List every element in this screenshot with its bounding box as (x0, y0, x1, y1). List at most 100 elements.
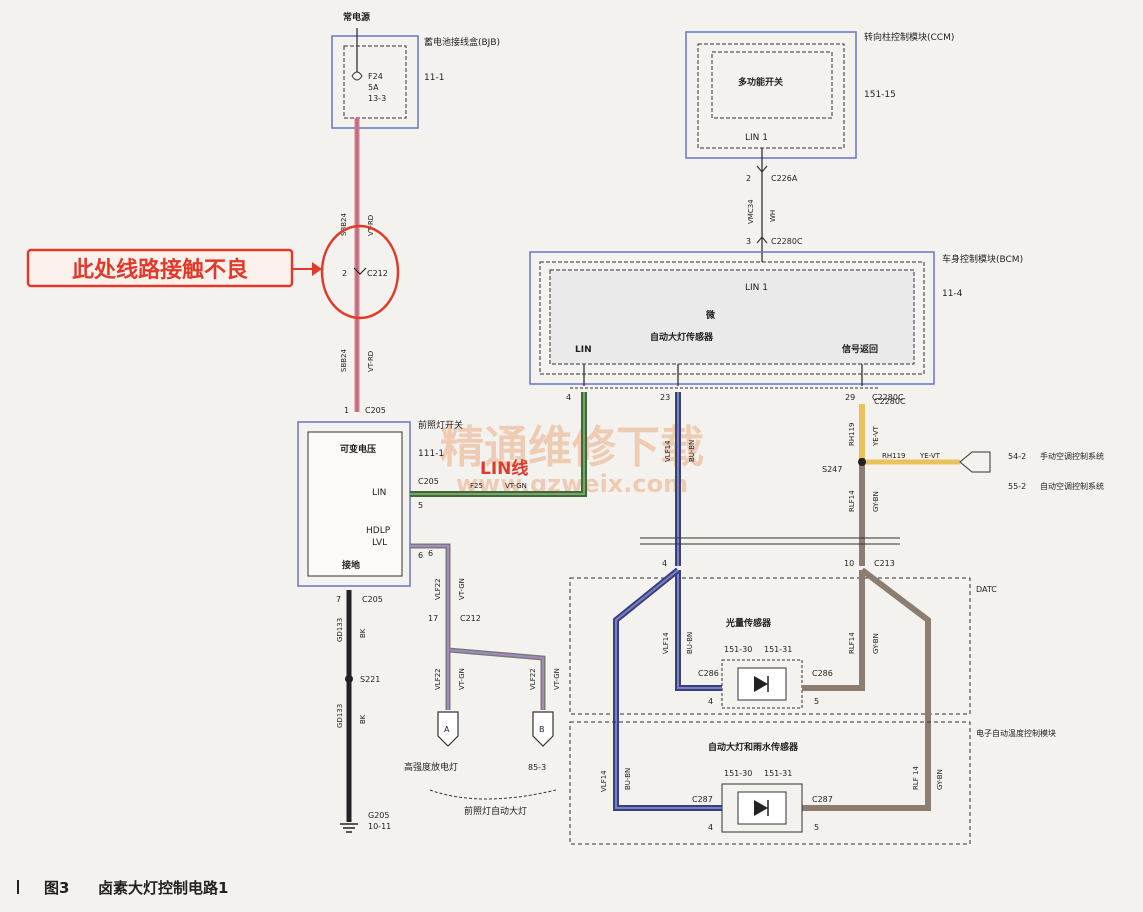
connector-b-icon (532, 711, 554, 747)
bcm-outline (529, 251, 935, 385)
caption-text: 卤素大灯控制电路1 (98, 879, 228, 897)
switch-ground-label: 接地 (342, 559, 360, 571)
wire-vlf22-b: VLF22 (434, 668, 442, 690)
c286-left: C286 (698, 669, 719, 678)
light-sensor-box (721, 659, 803, 709)
fuse-icon (351, 71, 363, 81)
c213-pin-left: 4 (662, 559, 667, 568)
light-sensor-ref2: 151-31 (764, 645, 792, 654)
bcm-lin: LIN (575, 345, 592, 355)
wire-label-vtrd-top: VT-RD (367, 215, 375, 236)
connector-a-label: 高强度放电灯 (404, 761, 458, 773)
splice-s247: S247 (822, 465, 842, 474)
c212-pin: 2 (342, 269, 347, 278)
manual-ref: 54-2 (1008, 452, 1026, 461)
ground-name: G205 (368, 811, 389, 820)
rain-sensor-box (721, 783, 803, 833)
wire-label-sbb24-bottom: SBB24 (340, 348, 348, 372)
wire-vlf22-a: VLF22 (434, 578, 442, 600)
eatc-outline (569, 721, 971, 845)
rain-sensor-ref1: 151-30 (724, 769, 752, 778)
light-sensor-ref1: 151-30 (724, 645, 752, 654)
fault-arrow-icon (292, 262, 322, 276)
bcm-pin-lin: 4 (566, 393, 571, 402)
bcm-ref: 11-4 (942, 289, 963, 299)
ccm-outline (685, 31, 857, 159)
wire-gybn-datc: GY-BN (872, 633, 880, 654)
switch-bottom-conn: C205 (362, 595, 383, 604)
bcm-pin-sensor: 23 (660, 393, 670, 402)
rain-sensor-ref2: 151-31 (764, 769, 792, 778)
switch-hdlp: HDLP (366, 526, 391, 536)
wire-label-vtrd-bottom: VT-RD (367, 351, 375, 372)
c287-right: C287 (812, 795, 833, 804)
switch-bottom-pin: 7 (336, 595, 341, 604)
bcm-top-conn: C2280C (771, 237, 803, 246)
auto-system: 自动空调控制系统 (1040, 481, 1104, 491)
eatc-label: 电子自动温度控制模块 (976, 728, 1056, 738)
level-brace (429, 789, 557, 800)
fuse-ref: 13-3 (368, 94, 386, 103)
light-sensor-inner (737, 667, 787, 701)
return-conn: C2280C (874, 397, 906, 406)
bcm-sensor: 自动大灯传感器 (650, 331, 714, 343)
wire-vtgn-b: VT-GN (458, 668, 466, 690)
wire-rh119: RH119 (848, 423, 856, 447)
watermark-title: 精通维修下载 (440, 422, 704, 473)
wire-yevt: YE-VT (872, 425, 880, 447)
datc-label: DATC (976, 585, 997, 594)
wire-vtgn-a: VT-GN (458, 578, 466, 600)
ground-icon (340, 823, 358, 833)
wire-gybn-eatc: GY-BN (936, 769, 944, 790)
wire-gd133-top: GD133 (336, 618, 344, 642)
branch-wire-color: YE-VT (919, 452, 941, 460)
lin-wire-color: VT-GN (505, 482, 527, 490)
bcm-pin-return: 29 (845, 393, 855, 402)
light-sensor-diode-icon (754, 676, 769, 692)
wire-vlf22-c: VLF22 (529, 668, 537, 690)
bcm-micro-box (549, 269, 915, 365)
level-wire (410, 543, 546, 710)
branch-connector-icon (959, 451, 991, 473)
wire-bubn-eatc: BU-BN (624, 768, 632, 790)
connector-a-icon (437, 711, 459, 747)
c213-pin-right: 10 (844, 559, 854, 568)
wire-bubn-datc: BU-BN (686, 632, 694, 654)
wire-wh: WH (769, 210, 777, 222)
fuse-box-ref: 11-1 (424, 73, 444, 83)
rain-sensor-diode-icon (754, 800, 769, 816)
wire-gybn-top: GY-BN (872, 491, 880, 512)
wire-rlf14-top: RLF14 (848, 490, 856, 512)
level-bottom-label: 前照灯自动大灯 (464, 805, 527, 817)
c212-label: C212 (367, 269, 388, 278)
ccm-arrow-icon (756, 165, 768, 173)
c287-pin4: 4 (708, 823, 713, 832)
caption-number: 图3 (44, 879, 69, 897)
connector-b-label: 85-3 (528, 763, 546, 772)
bcm-lin1: LIN 1 (745, 283, 768, 293)
level-pin17: 17 (428, 614, 438, 623)
manual-system: 手动空调控制系统 (1040, 451, 1104, 461)
c286-pin5: 5 (814, 697, 819, 706)
connector-b: B (539, 725, 545, 734)
level-conn: C212 (460, 614, 481, 623)
fuse-box-title: 蓄电池接线盒(BJB) (424, 36, 500, 48)
headlamp-switch-outline (297, 421, 411, 587)
ccm-inner (697, 43, 845, 149)
c287-pin5: 5 (814, 823, 819, 832)
wire-rlf14-datc: RLF14 (848, 632, 856, 654)
ground-ref: 10-11 (368, 822, 391, 831)
wire-vmc34: VMC34 (747, 199, 755, 224)
switch-top-pin: 1 (344, 406, 349, 415)
datc-outline (569, 577, 971, 715)
ccm-ref: 151-15 (864, 90, 896, 100)
fuse-box-inner (343, 45, 407, 119)
ccm-switch-box (711, 51, 833, 119)
ccm-lin: LIN 1 (745, 133, 768, 143)
fuse-rating: 5A (368, 83, 379, 92)
ccm-pin: 2 (746, 174, 751, 183)
switch-lin-label: LIN (372, 488, 386, 498)
wire-vlf14-datc: VLF14 (662, 632, 670, 654)
ccm-title: 转向柱控制模块(CCM) (864, 31, 954, 43)
